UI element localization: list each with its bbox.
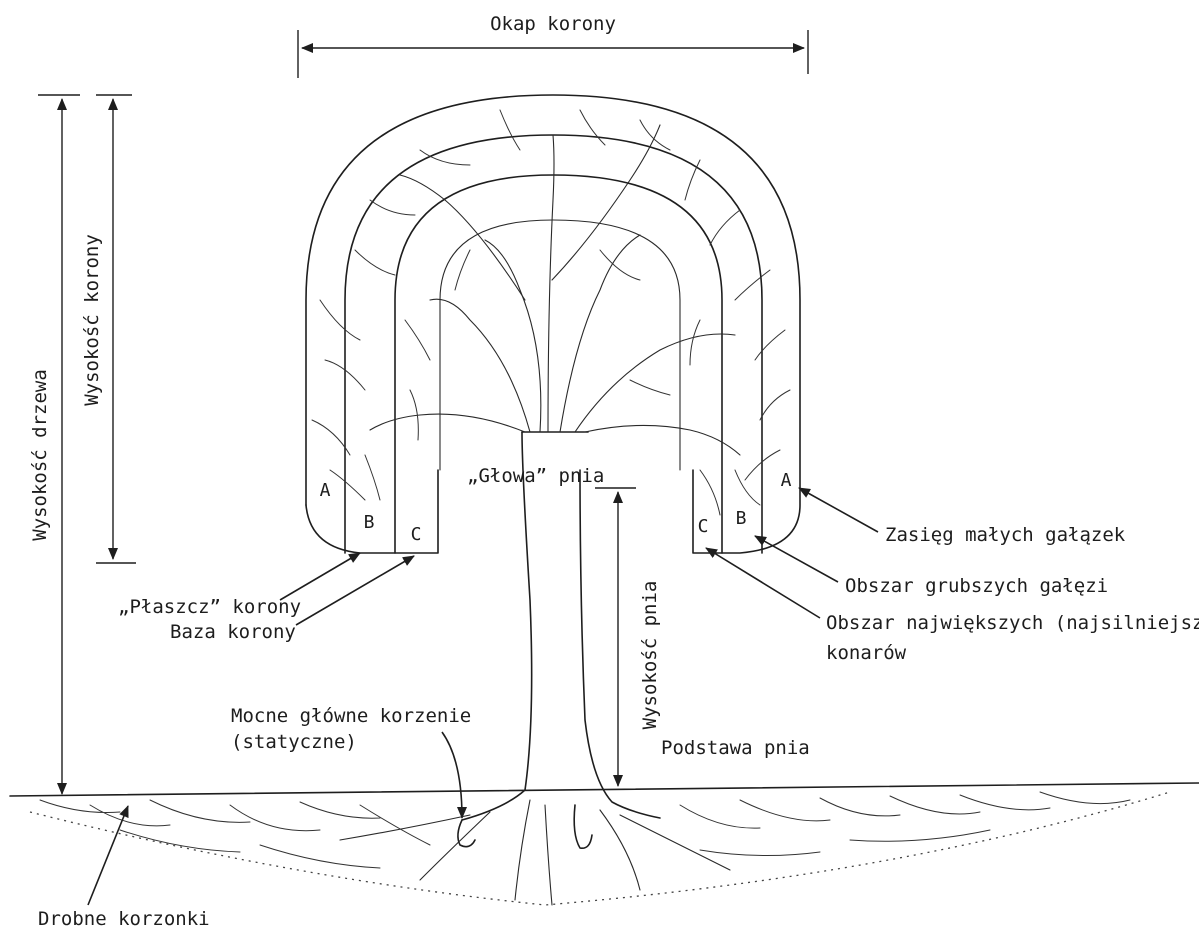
main-roots-label-line1: Mocne główne korzenie bbox=[231, 705, 471, 727]
zone-b-right: B bbox=[736, 508, 747, 529]
small-twigs-callout: Zasięg małych gałązek bbox=[799, 488, 1126, 546]
crown-height-dimension: Wysokość korony bbox=[81, 95, 136, 563]
main-roots-callout: Mocne główne korzenie (statyczne) bbox=[231, 705, 471, 818]
crown-spread-label: Okap korony bbox=[490, 13, 616, 35]
crown-twigs bbox=[312, 110, 790, 515]
zone-c-right: C bbox=[698, 516, 709, 537]
crown-mantle-label: „Płaszcz” korony bbox=[118, 596, 301, 618]
tree-height-label: Wysokość drzewa bbox=[29, 369, 51, 541]
main-roots-label-line2: (statyczne) bbox=[231, 731, 357, 753]
ground-and-roots bbox=[10, 783, 1199, 905]
fine-roots-callout: Drobne korzonki bbox=[38, 806, 210, 930]
largest-limbs-callout: Obszar największych (najsilniejszych) ko… bbox=[706, 548, 1199, 664]
largest-limbs-label-line2: konarów bbox=[826, 642, 907, 664]
zone-a-right: A bbox=[781, 470, 792, 491]
crown-base-label: Baza korony bbox=[170, 621, 296, 643]
trunk-head-label: „Głowa” pnia bbox=[467, 465, 604, 487]
small-twigs-label: Zasięg małych gałązek bbox=[885, 524, 1126, 546]
largest-limbs-label-line1: Obszar największych (najsilniejszych) bbox=[826, 612, 1199, 634]
fine-roots-label: Drobne korzonki bbox=[38, 908, 210, 930]
zone-letters-left: A B C bbox=[320, 480, 422, 545]
zone-b-left: B bbox=[364, 512, 375, 533]
crown-spread-dimension: Okap korony bbox=[298, 13, 808, 78]
crown-height-label: Wysokość korony bbox=[81, 234, 103, 406]
trunk-height-label: Wysokość pnia bbox=[639, 581, 661, 730]
thicker-branches-label: Obszar grubszych gałęzi bbox=[845, 575, 1108, 597]
trunk-height-dimension: Wysokość pnia bbox=[595, 488, 661, 786]
zone-a-left: A bbox=[320, 480, 331, 501]
trunk-base-label: Podstawa pnia bbox=[661, 737, 810, 759]
zone-c-left: C bbox=[411, 524, 422, 545]
tree-height-dimension: Wysokość drzewa bbox=[29, 95, 80, 794]
